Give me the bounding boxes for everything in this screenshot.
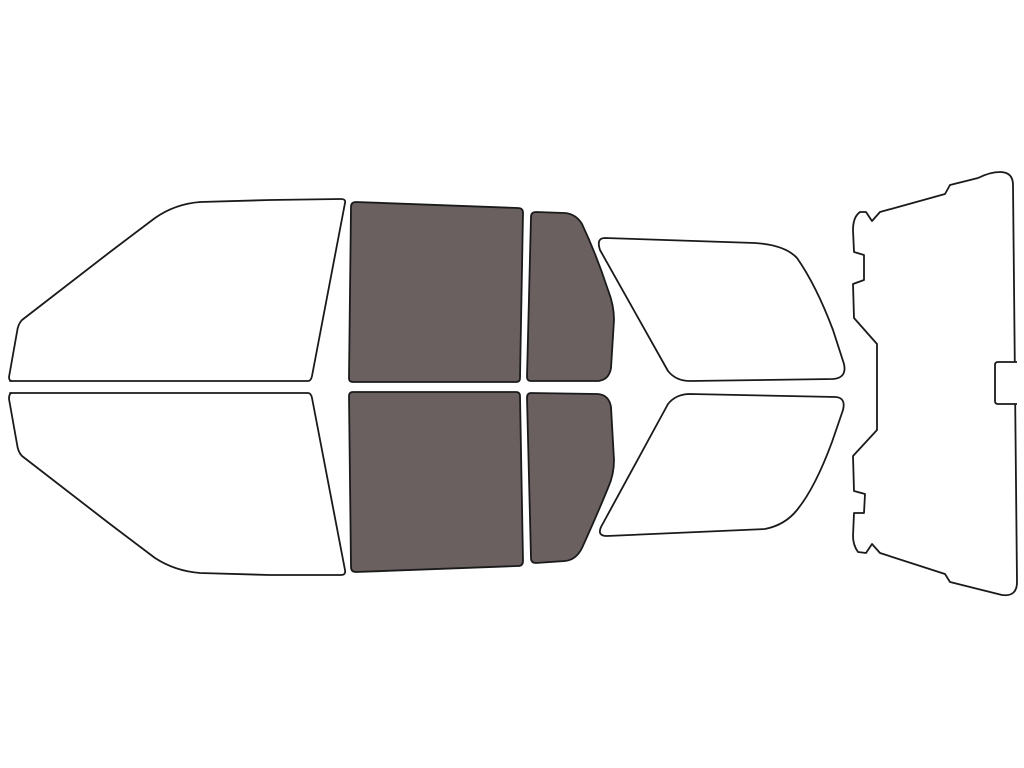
rear-window[interactable] [852,171,1018,597]
quarter-window-lower[interactable] [598,393,845,537]
rear-window-notch [994,361,1017,405]
windshield-lower-half[interactable] [8,392,347,576]
front-door-window-lower[interactable] [348,391,524,573]
quarter-window-upper[interactable] [597,237,846,382]
rear-door-window-lower[interactable] [526,392,615,564]
front-door-window-upper[interactable] [348,201,524,383]
windshield-upper-half[interactable] [8,198,347,382]
rear-door-window-upper[interactable] [526,211,615,382]
